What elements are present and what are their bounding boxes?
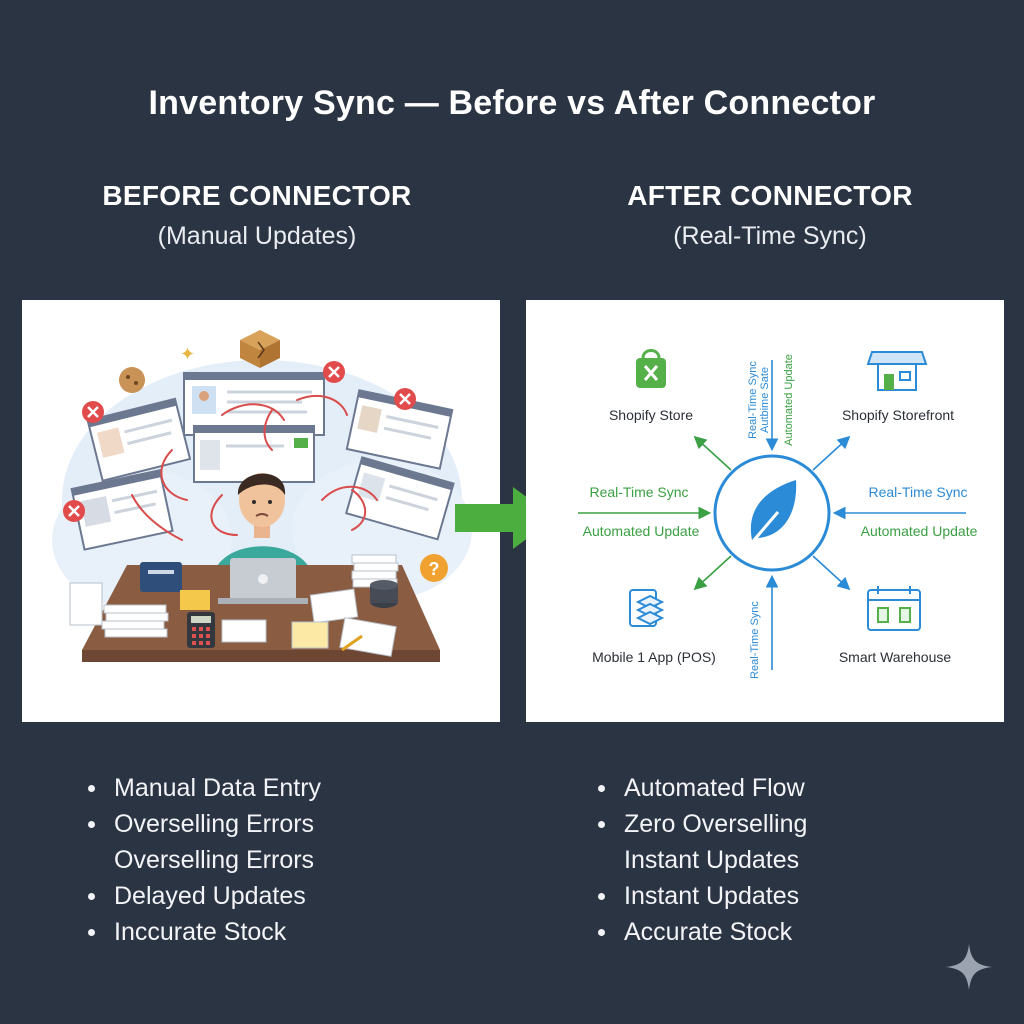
error-x-icon	[82, 401, 104, 423]
warehouse-icon	[867, 586, 921, 631]
list-item: Overselling Errors	[114, 846, 315, 874]
calculator-icon	[187, 612, 215, 648]
sync-label-bottom-vertical: Real-Time Sync	[749, 601, 761, 679]
stressed-worker-illustration: ✦ ✦ ✦	[52, 330, 472, 662]
page-title: Inventory Sync — Before vs After Connect…	[148, 84, 876, 122]
list-item: Accurate Stock	[598, 914, 807, 950]
list-item: Automated Flow	[598, 770, 807, 806]
before-illustration-panel: ✦ ✦ ✦	[22, 300, 500, 722]
node-label-bottom-right: Smart Warehouse	[839, 649, 952, 665]
before-subheading: (Manual Updates)	[157, 222, 357, 250]
before-bullet-list: Manual Data Entry Overselling Errors Ove…	[88, 770, 321, 950]
sync-label-top-vertical-1: Real-Time Sync	[747, 361, 759, 439]
node-label-bottom-left: Mobile 1 App (POS)	[592, 649, 716, 665]
after-heading: AFTER CONNECTOR	[627, 180, 913, 211]
error-x-icon	[323, 361, 345, 383]
after-diagram-panel: Real-Time Sync Automated Update Real-Tim…	[526, 300, 1004, 722]
sync-label-right-bottom: Automated Update	[861, 523, 978, 539]
node-label-top-left: Shopify Store	[609, 407, 693, 423]
question-mark-icon: ?	[420, 554, 448, 582]
sync-label-right-top: Real-Time Sync	[868, 484, 967, 500]
leaf-icon	[750, 480, 797, 540]
shopping-bag-icon	[636, 349, 666, 388]
error-x-icon	[63, 500, 85, 522]
list-item: Inccurate Stock	[88, 914, 321, 950]
list-item: Zero Overselling	[598, 806, 807, 842]
error-x-icon	[394, 388, 416, 410]
before-heading: BEFORE CONNECTOR	[102, 180, 412, 211]
sparkle-icon	[946, 944, 992, 990]
before-heading-block: BEFORE CONNECTOR (Manual Updates)	[27, 180, 487, 251]
sync-label-left-bottom: Automated Update	[583, 523, 700, 539]
list-item: Instant Updates	[624, 846, 800, 874]
after-bullet-list: Automated Flow Zero Overselling Instant …	[598, 770, 807, 950]
after-subheading: (Real-Time Sync)	[673, 222, 867, 250]
sync-label-top-vertical-3: Autbime Sate	[759, 367, 771, 433]
connector-hub	[713, 454, 831, 572]
storefront-icon	[866, 351, 928, 391]
svg-text:?: ?	[429, 559, 440, 579]
sync-hub-diagram: Real-Time Sync Automated Update Real-Tim…	[578, 349, 978, 679]
list-item: Delayed Updates	[88, 878, 321, 914]
list-item: Manual Data Entry	[88, 770, 321, 806]
after-heading-block: AFTER CONNECTOR (Real-Time Sync)	[540, 180, 1000, 251]
svg-text:✦: ✦	[180, 344, 195, 365]
node-label-top-right: Shopify Storefront	[842, 407, 954, 423]
sync-label-left-top: Real-Time Sync	[589, 484, 688, 500]
cardboard-box-icon	[240, 330, 280, 368]
list-item: Instant Updates	[598, 878, 807, 914]
layers-app-icon	[629, 589, 665, 627]
list-item: Overselling Errors	[88, 806, 321, 842]
sync-label-top-vertical-2: Automated Update	[783, 354, 795, 446]
